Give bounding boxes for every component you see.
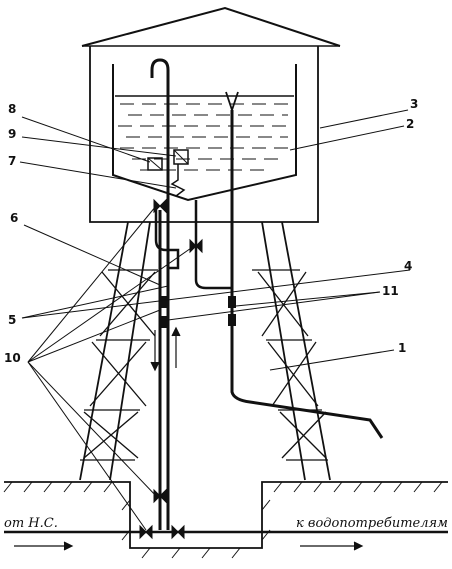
water-tank: [112, 64, 297, 202]
label-9: 9: [8, 127, 16, 141]
supply-riser-top: [150, 58, 170, 210]
overflow-pipe: [230, 110, 384, 439]
tower-leg-inner-left: [109, 221, 151, 481]
tower-leg-outer-right: [281, 221, 331, 481]
tower-leg-outer-left: [79, 221, 129, 481]
leader-lines: [19, 109, 411, 531]
caption-from-pump-station: от Н.С.: [4, 516, 58, 531]
label-2: 2: [406, 117, 414, 131]
tower-roof: [81, 6, 341, 47]
label-10: 10: [4, 351, 21, 365]
label-6: 6: [10, 211, 18, 225]
tent-housing: [89, 46, 319, 223]
tower-leg-inner-right: [261, 221, 306, 481]
ground-hatching: [3, 481, 443, 559]
tower-bracing: [80, 269, 328, 461]
flow-arrows: [14, 326, 364, 551]
overflow-funnel: [225, 91, 239, 113]
compensators: [160, 296, 236, 328]
level-sensor-9: [173, 149, 189, 165]
label-11: 11: [382, 284, 399, 298]
drain-pipe: [154, 205, 180, 270]
ground-line: [4, 481, 448, 549]
float-valve-7: [170, 164, 186, 197]
label-8: 8: [8, 102, 16, 116]
label-1: 1: [398, 341, 406, 355]
label-3: 3: [410, 97, 418, 111]
label-4: 4: [404, 259, 412, 273]
label-5: 5: [8, 313, 16, 327]
tank-bottom-pipe: [194, 200, 232, 290]
caption-to-consumers: к водопотребителям: [296, 516, 448, 531]
label-7: 7: [8, 154, 16, 168]
water-hatching: [118, 103, 290, 171]
level-sensor-8: [147, 157, 163, 171]
gate-valves: [139, 198, 203, 540]
